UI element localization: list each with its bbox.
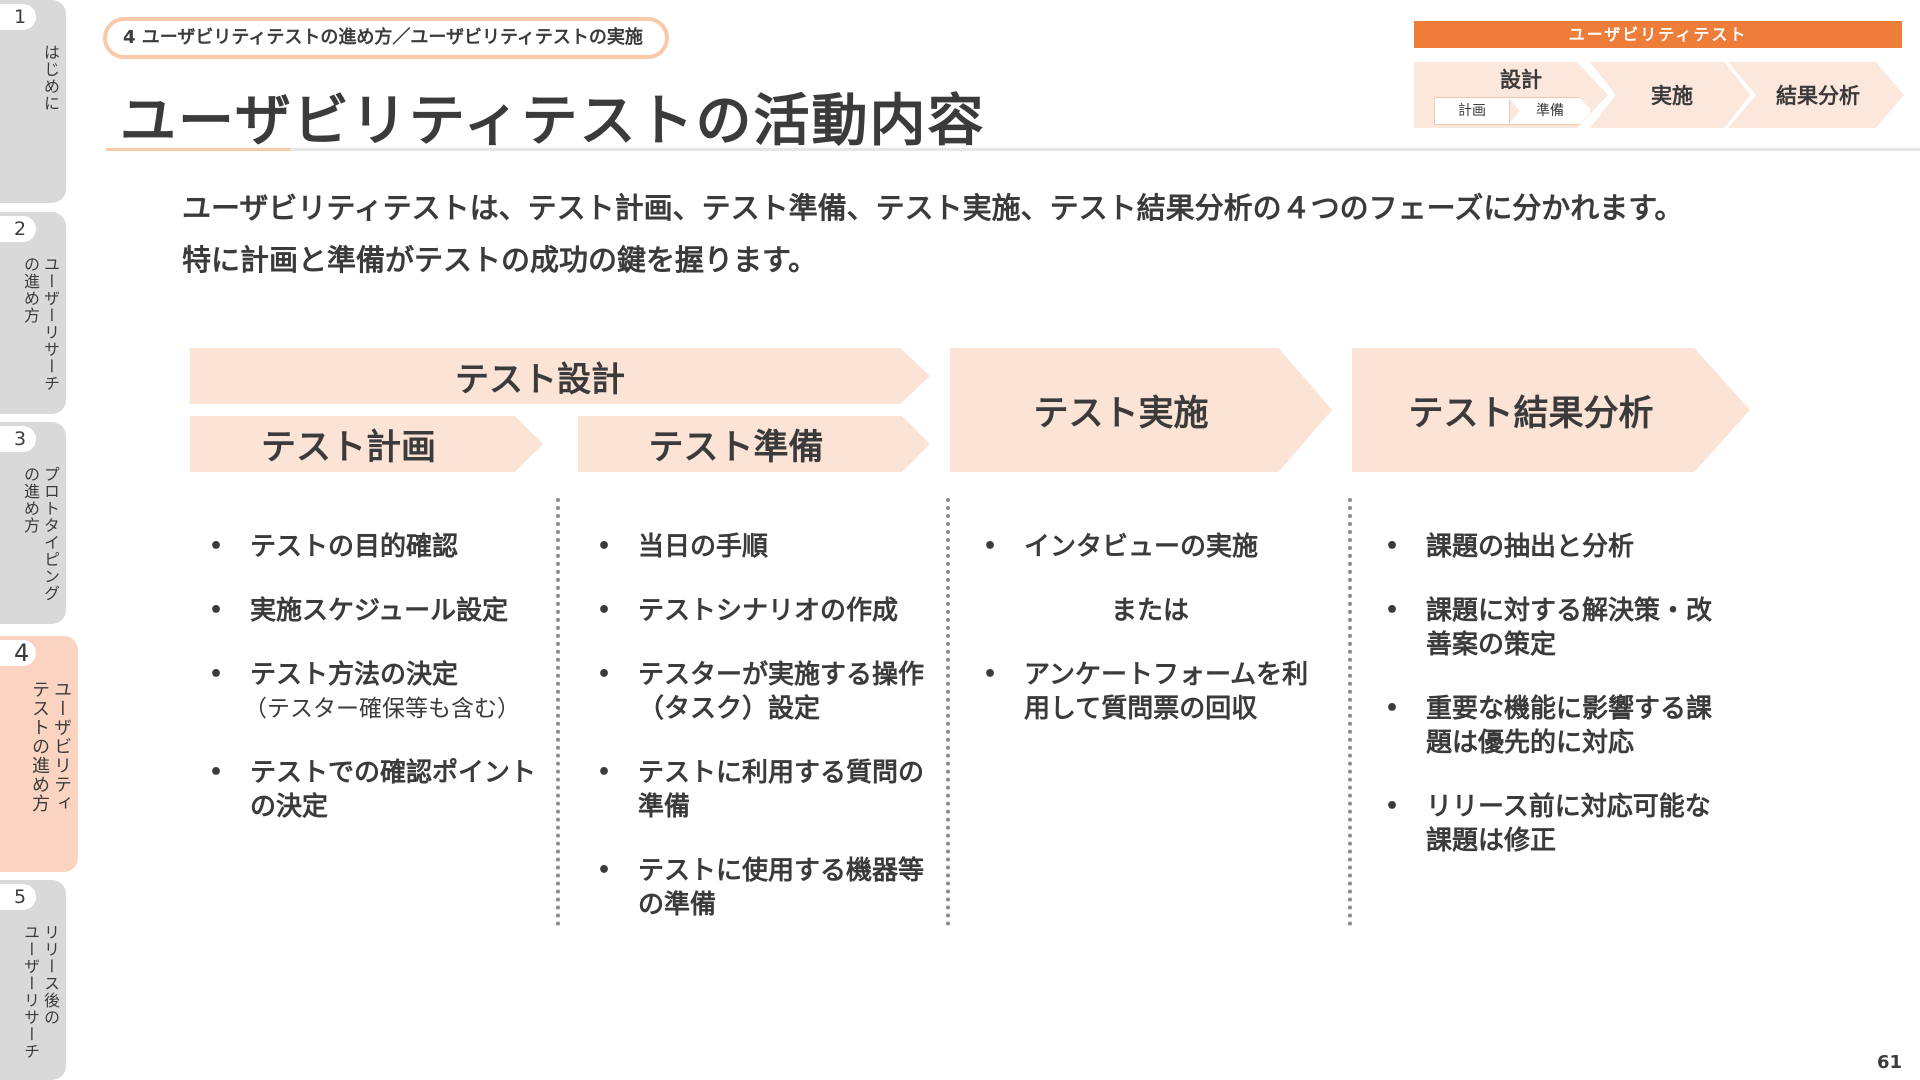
bullet-icon: • [208,598,224,623]
list-or-text: または [1110,596,1189,626]
list-item: • テストでの確認ポイントの決定 [206,756,546,824]
bullet-icon: • [208,760,224,785]
chapter-label: はじめに [41,44,60,112]
indicator-design-label: 設計 [1500,68,1542,92]
bullet-icon: • [1384,794,1400,819]
bullet-icon: • [596,760,612,785]
list-item: • 実施スケジュール設定 [206,594,546,628]
intro-text: ユーザビリティテストは、テスト計画、テスト準備、テスト実施、テスト結果分析の４つ… [182,182,1902,286]
bullet-icon: • [982,662,998,687]
list-item: • テスト方法の決定 （テスター確保等も含む） [206,658,546,726]
list-item: • 課題に対する解決策・改善案の策定 [1382,594,1722,662]
bullet-icon: • [208,662,224,687]
bullet-icon: • [1384,534,1400,559]
phase-indicator-heading: ユーザビリティテスト [1414,21,1902,48]
plan-list: • テストの目的確認 • 実施スケジュール設定 • テスト方法の決定 （テスター… [206,530,546,854]
indicator-sub-plan: 計画 [1434,97,1510,125]
list-item: • テストに使用する機器等の準備 [594,854,934,922]
bullet-icon: • [596,598,612,623]
phase-test-design: テスト設計 [190,348,930,404]
bullet-icon: • [1384,598,1400,623]
list-item-note: （テスター確保等も含む） [244,696,520,722]
chapter-number: 2 [0,216,36,242]
bullet-icon: • [208,534,224,559]
bullet-icon: • [1384,696,1400,721]
analysis-list: • 課題の抽出と分析 • 課題に対する解決策・改善案の策定 • 重要な機能に影響… [1382,530,1722,888]
chapter-number: 4 [0,640,36,666]
chapter-tab-3[interactable]: 3 プロトタイピング の進め方 [0,422,66,624]
chapter-label: リリース後の ユーザーリサーチ [21,924,60,1060]
chapter-tab-2[interactable]: 2 ユーザーリサーチ の進め方 [0,212,66,414]
chapter-number: 3 [0,426,36,452]
indicator-analysis-label: 結果分析 [1776,84,1860,108]
bullet-icon: • [596,534,612,559]
page-title: ユーザビリティテストの活動内容 [120,89,986,154]
intro-line-2: 特に計画と準備がテストの成功の鍵を握ります。 [182,243,818,277]
chapter-tab-5[interactable]: 5 リリース後の ユーザーリサーチ [0,880,66,1080]
indicator-step-execution [1590,62,1750,128]
indicator-step-analysis [1728,62,1904,128]
bullet-icon: • [596,858,612,883]
phase-test-plan: テスト計画 [190,416,543,472]
indicator-execution-label: 実施 [1651,84,1693,108]
list-item: • 課題の抽出と分析 [1382,530,1722,564]
chapter-tab-4-active[interactable]: 4 ユーザビリティ テストの進め方 [0,636,78,872]
chapter-number: 1 [0,4,36,30]
phase-test-execution: テスト実施 [950,348,1332,472]
chapter-label: ユーザーリサーチ の進め方 [21,256,60,392]
chapter-label: ユーザビリティ テストの進め方 [29,680,72,813]
column-separator [946,498,950,926]
prep-list: • 当日の手順 • テストシナリオの作成 • テスターが実施する操作（タスク）設… [594,530,934,952]
execution-list: • インタビューの実施 または • アンケートフォームを利用して質問票の回収 [980,530,1320,756]
list-item: • テストの目的確認 [206,530,546,564]
list-item: • テスターが実施する操作（タスク）設定 [594,658,934,726]
chapter-tab-1[interactable]: 1 はじめに [0,0,66,203]
bullet-icon: • [596,662,612,687]
list-item: • テストに利用する質問の準備 [594,756,934,824]
chapter-label: プロトタイピング の進め方 [21,466,60,602]
list-item: • インタビューの実施 [980,530,1320,564]
list-item: • テストシナリオの作成 [594,594,934,628]
list-item: • 重要な機能に影響する課題は優先的に対応 [1382,692,1722,760]
page-number: 61 [1876,1052,1902,1073]
indicator-sub-prep: 準備 [1508,97,1592,125]
bullet-icon: • [982,534,998,559]
chapter-number: 5 [0,884,36,910]
intro-line-1: ユーザビリティテストは、テスト計画、テスト準備、テスト実施、テスト結果分析の４つ… [182,191,1684,225]
column-separator [1348,498,1352,926]
list-item: • リリース前に対応可能な課題は修正 [1382,790,1722,858]
list-item: • 当日の手順 [594,530,934,564]
list-item: • アンケートフォームを利用して質問票の回収 [980,658,1320,726]
header-divider [106,148,1920,151]
breadcrumb: 4 ユーザビリティテストの進め方／ユーザビリティテストの実施 [103,17,669,59]
header-divider-accent [106,148,290,151]
column-separator [556,498,560,926]
phase-test-analysis: テスト結果分析 [1352,348,1750,472]
phase-test-prep: テスト準備 [578,416,930,472]
